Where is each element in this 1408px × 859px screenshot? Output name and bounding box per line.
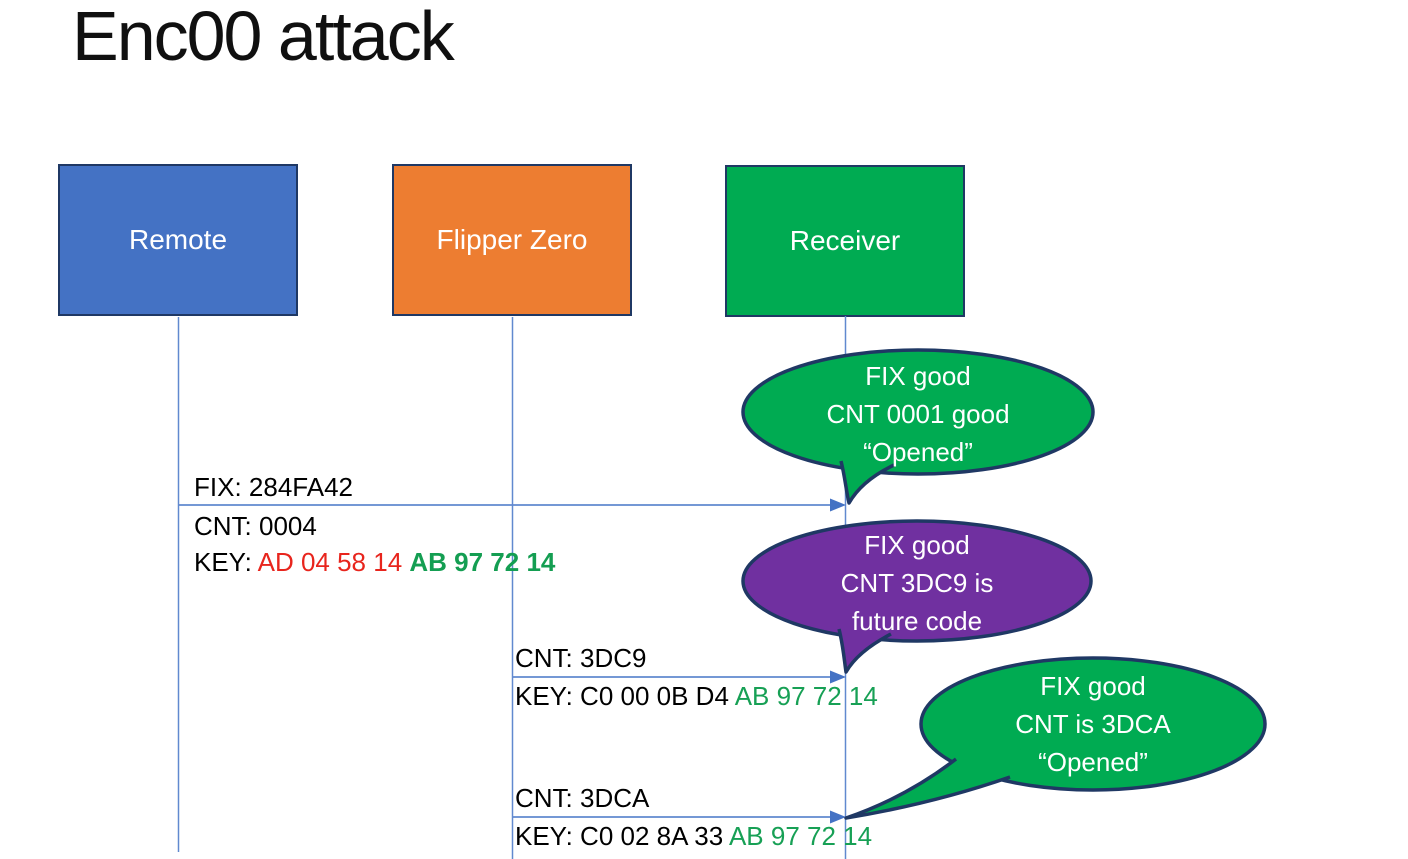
speech-bubble-2-text: FIX good CNT 3DC9 is future code — [743, 526, 1091, 640]
message-1-key-red-bytes: AD 04 58 14 — [257, 547, 410, 577]
speech-bubble-2-line-2: CNT 3DC9 is — [840, 568, 994, 598]
actor-label-remote: Remote — [128, 224, 228, 255]
message-2-key-label: KEY: C0 00 0B D4 AB 97 72 14 — [515, 681, 878, 711]
speech-bubble-3 — [844, 656, 1267, 820]
speech-bubble-3-text: FIX good CNT is 3DCA “Opened” — [921, 667, 1265, 781]
message-3-key-label: KEY: C0 02 8A 33 AB 97 72 14 — [515, 821, 872, 851]
speech-bubble-2-line-3: future code — [851, 606, 983, 636]
actor-label-receiver: Receiver — [789, 225, 901, 256]
actor-box-flipper-zero: Flipper Zero — [392, 164, 632, 316]
message-1-key-green-bytes: AB 97 72 14 — [409, 547, 556, 577]
speech-bubble-1-line-2: CNT 0001 good — [826, 399, 1010, 429]
message-arrow-2-head — [830, 670, 846, 684]
speech-bubble-3-line-2: CNT is 3DCA — [1015, 709, 1171, 739]
speech-bubble-2 — [741, 519, 1093, 674]
message-1-fix-label: FIX: 284FA42 — [194, 472, 353, 502]
message-2-key-prefix: KEY: C0 00 0B D4 — [515, 681, 735, 711]
message-3-cnt-label: CNT: 3DCA — [515, 783, 650, 813]
page-title: Enc00 attack — [72, 0, 455, 75]
speech-bubble-3-body — [919, 656, 1267, 792]
message-arrows — [179, 498, 846, 824]
message-2-key-green-bytes: AB 97 72 14 — [734, 681, 878, 711]
message-1-cnt-label: CNT: 0004 — [194, 511, 317, 541]
speech-bubble-1-tail — [839, 460, 895, 505]
speech-bubble-1-line-1: FIX good — [865, 361, 971, 391]
message-3-key-green-bytes: AB 97 72 14 — [728, 821, 873, 851]
speech-bubble-2-line-1: FIX good — [864, 530, 970, 560]
message-3-key-prefix: KEY: C0 02 8A 33 — [515, 821, 729, 851]
speech-bubble-2-body — [741, 519, 1093, 643]
actor-label-flipper-zero: Flipper Zero — [436, 224, 588, 255]
message-1-key-label: KEY: AD 04 58 14 AB 97 72 14 — [194, 547, 555, 577]
message-2-cnt-label: CNT: 3DC9 — [515, 643, 647, 673]
message-arrow-1-head — [830, 498, 846, 512]
speech-bubble-1-line-3: “Opened” — [863, 437, 973, 467]
speech-bubble-3-line-3: “Opened” — [1038, 747, 1148, 777]
speech-bubble-3-tail — [844, 757, 1011, 820]
speech-bubble-1-body — [741, 348, 1095, 476]
message-arrow-3-head — [830, 810, 846, 824]
speech-bubble-1-text: FIX good CNT 0001 good “Opened” — [743, 357, 1093, 471]
speech-bubble-2-tail — [837, 628, 892, 674]
actor-box-remote: Remote — [58, 164, 298, 316]
message-1-key-prefix: KEY: — [194, 547, 258, 577]
actor-box-receiver: Receiver — [725, 165, 965, 317]
speech-bubble-3-line-1: FIX good — [1040, 671, 1146, 701]
speech-bubble-1 — [741, 348, 1095, 505]
